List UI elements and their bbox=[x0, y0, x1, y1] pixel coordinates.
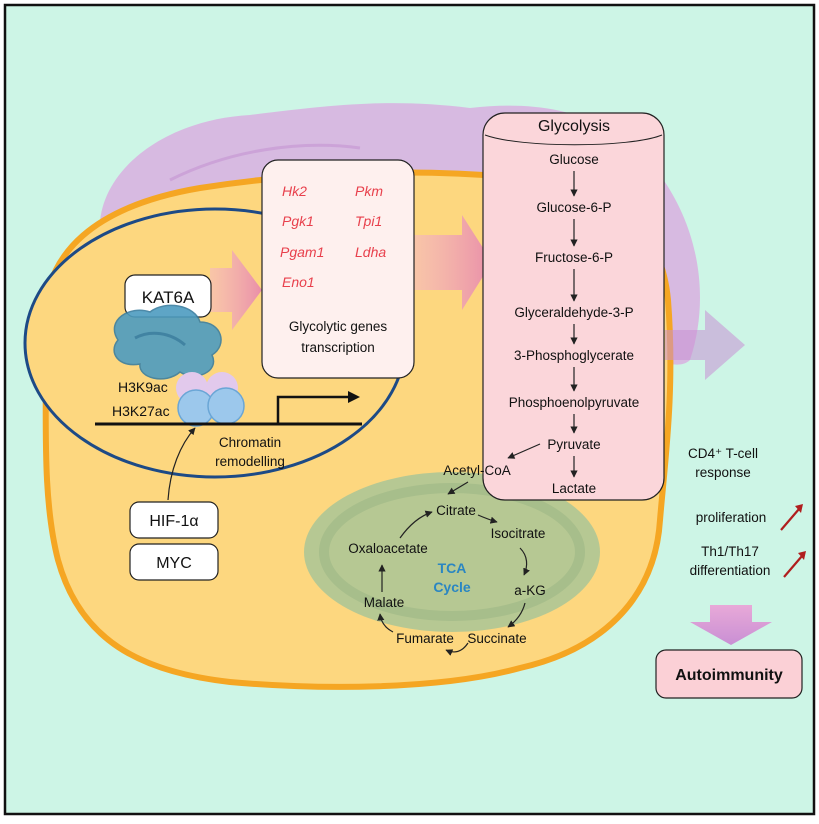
arrow-genes-to-glycolysis bbox=[412, 215, 492, 310]
differentiation-up-arrowhead bbox=[798, 551, 806, 560]
gene-pkm: Pkm bbox=[355, 183, 383, 199]
mitochondrion bbox=[304, 472, 600, 632]
mark-h3k9ac: H3K9ac bbox=[118, 379, 168, 395]
arrow-acetyl-to-citrate bbox=[447, 481, 469, 495]
gene-pgk1: Pgk1 bbox=[282, 213, 314, 229]
arrow-oxaloacetate-to-citrate bbox=[399, 510, 433, 539]
arrow-akg-to-succinate bbox=[507, 602, 526, 628]
gene-box bbox=[261, 159, 415, 379]
arrow-fumarate-to-malate bbox=[377, 613, 394, 633]
glycolysis-step: Fructose-6-P bbox=[535, 250, 613, 265]
glycolysis-step: Pyruvate bbox=[547, 437, 600, 452]
chromatin-line2: remodelling bbox=[215, 454, 285, 469]
autoimmunity-box bbox=[655, 649, 803, 699]
gene-hk2: Hk2 bbox=[282, 183, 307, 199]
autoimmunity-label: Autoimmunity bbox=[675, 667, 783, 684]
transcription-start-arrow bbox=[276, 395, 352, 424]
arrow-to-autoimmunity bbox=[690, 605, 772, 645]
differentiation-line1: Th1/Th17 bbox=[701, 544, 759, 559]
glycolysis-title: Glycolysis bbox=[538, 118, 610, 135]
differentiation-up-arrow bbox=[783, 555, 803, 578]
tca-akg: a-KG bbox=[514, 583, 546, 598]
myc-label: MYC bbox=[156, 555, 192, 572]
tca-title-line2: Cycle bbox=[433, 579, 471, 595]
gene-caption-line1: Glycolytic genes bbox=[289, 319, 388, 334]
kat6a-protein-shade bbox=[134, 331, 186, 347]
glycolysis-step: Glucose-6-P bbox=[536, 200, 611, 215]
histone-4 bbox=[207, 387, 245, 425]
glycolysis-step: Phosphoenolpyruvate bbox=[509, 395, 640, 410]
response-title-line2: response bbox=[695, 465, 751, 480]
arrow-isocitrate-to-akg bbox=[519, 547, 530, 576]
arrow-citrate-to-isocitrate bbox=[477, 514, 498, 524]
tca-fumarate: Fumarate bbox=[396, 631, 454, 646]
kat6a-protein bbox=[113, 304, 222, 380]
transcription-start-arrowhead bbox=[348, 391, 360, 403]
arrow-to-response bbox=[665, 310, 745, 380]
gene-ldha: Ldha bbox=[355, 244, 386, 260]
glycolysis-step: Glyceraldehyde-3-P bbox=[514, 305, 633, 320]
glycolysis-step: 3-Phosphoglycerate bbox=[514, 348, 634, 363]
tca-succinate: Succinate bbox=[467, 631, 526, 646]
kat6a-label: KAT6A bbox=[142, 288, 195, 307]
glycolysis-step: Glucose bbox=[549, 152, 599, 167]
glycolysis-box bbox=[482, 112, 665, 501]
myc-box bbox=[129, 543, 219, 581]
mark-h3k27ac: H3K27ac bbox=[112, 403, 170, 419]
arrow-hif-to-chromatin bbox=[167, 427, 196, 501]
arrow-pyruvate-to-acetyl bbox=[507, 443, 541, 459]
tca-isocitrate: Isocitrate bbox=[491, 526, 546, 541]
hif-box bbox=[129, 501, 219, 539]
arrow-succinate-to-fumarate bbox=[445, 642, 469, 656]
gene-tpi1: Tpi1 bbox=[355, 213, 382, 229]
membrane-edge bbox=[169, 143, 361, 182]
gene-caption-line2: transcription bbox=[301, 340, 375, 355]
proliferation-label: proliferation bbox=[696, 510, 767, 525]
proliferation-up-arrowhead bbox=[795, 504, 803, 513]
gene-pgam1: Pgam1 bbox=[280, 244, 324, 260]
glycolysis-box-rim bbox=[484, 134, 663, 146]
hif-label: HIF-1α bbox=[149, 513, 198, 530]
tca-malate: Malate bbox=[364, 595, 405, 610]
differentiation-line2: differentiation bbox=[690, 563, 771, 578]
gene-eno1: Eno1 bbox=[282, 274, 315, 290]
acetyl-coa: Acetyl-CoA bbox=[443, 463, 511, 478]
glycolysis-step: Lactate bbox=[552, 481, 596, 496]
chromatin-line1: Chromatin bbox=[219, 435, 281, 450]
tca-citrate: Citrate bbox=[436, 503, 476, 518]
arrow-kat6a-to-genes bbox=[210, 250, 262, 330]
proliferation-up-arrow bbox=[780, 508, 800, 531]
tca-title-line1: TCA bbox=[438, 560, 467, 576]
response-title-line1: CD4⁺ T-cell bbox=[688, 446, 758, 461]
tca-oxaloacetate: Oxaloacetate bbox=[348, 541, 428, 556]
